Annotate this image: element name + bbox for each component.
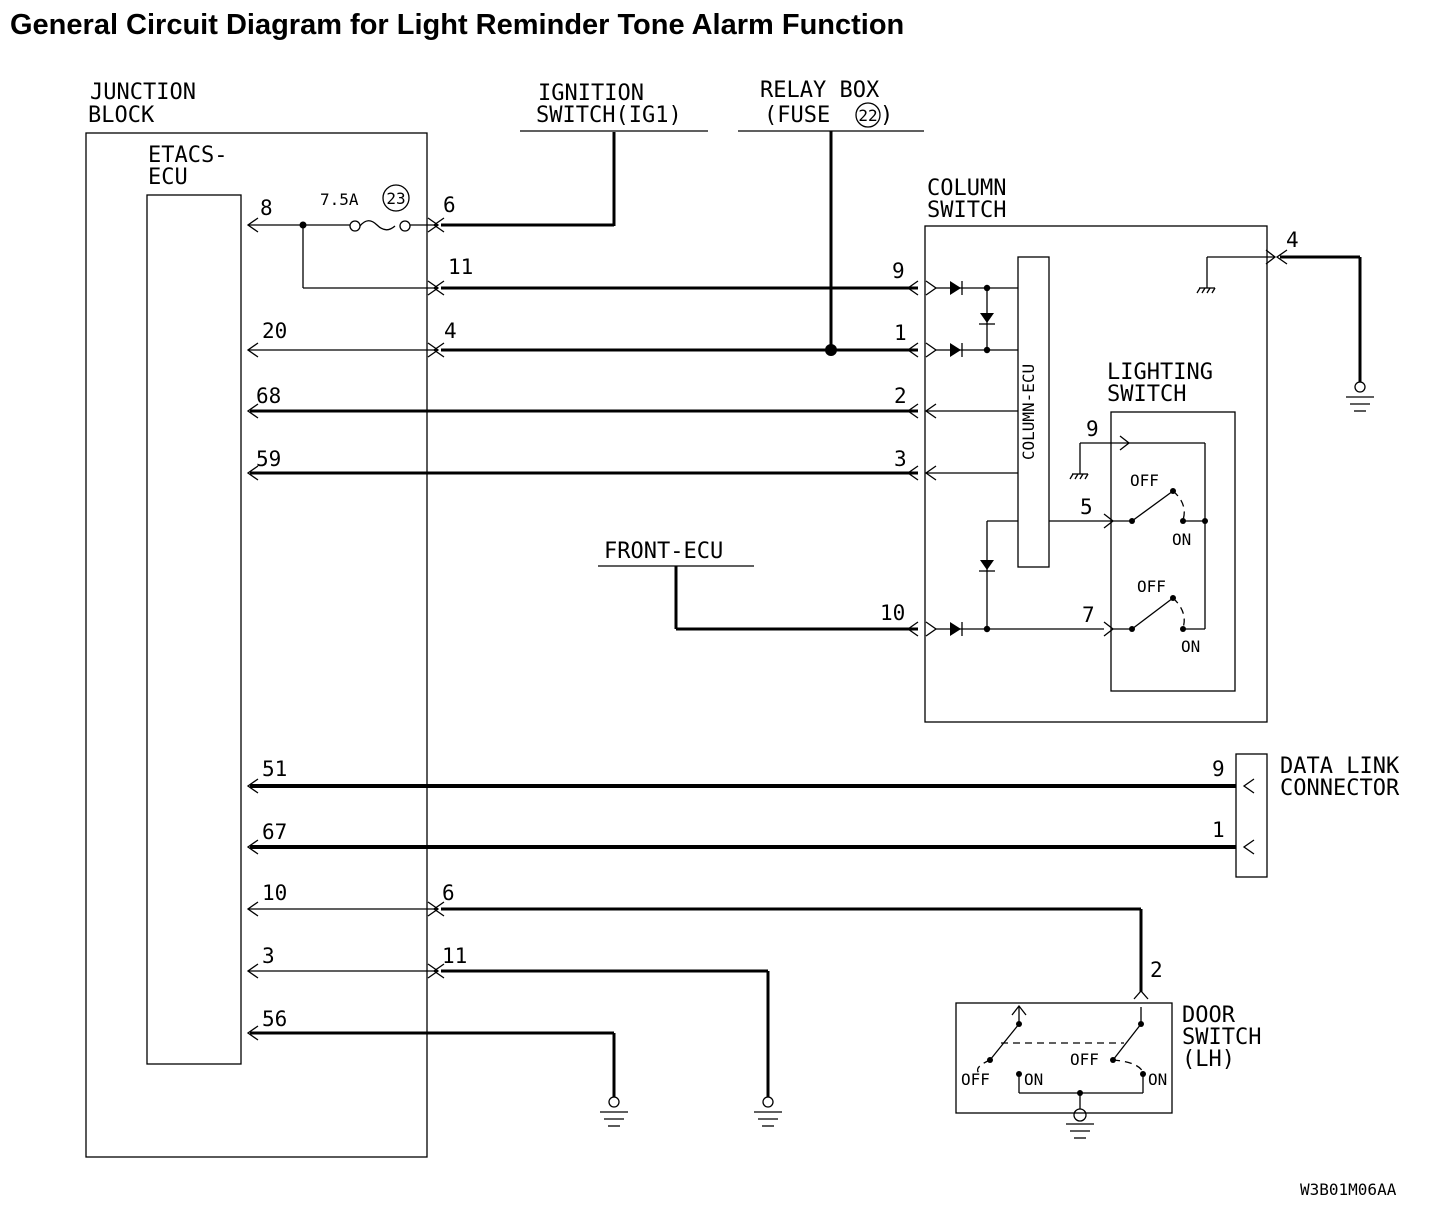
etacs-ecu-label-1: ETACS- [148, 143, 227, 168]
pin-dlc-1: 1 [1212, 818, 1225, 842]
relay-fuse-circle [855, 102, 881, 128]
ignition-switch-label-2: SWITCH(IG1) [536, 103, 682, 128]
pin-ls-7: 7 [1082, 603, 1095, 627]
pin-jb-11: 11 [448, 255, 473, 279]
column-switch-label-2: SWITCH [927, 198, 1006, 223]
pin-col-1: 1 [894, 321, 907, 345]
junction-block-label-2: BLOCK [88, 103, 155, 128]
front-ecu: FRONT-ECU 10 [598, 539, 938, 637]
ignition-switch: IGNITION SWITCH(IG1) [520, 81, 708, 132]
pin-etacs-59: 59 [256, 447, 281, 471]
lighting-switch-label-1: LIGHTING [1107, 360, 1213, 385]
etacs-ecu-label-2: ECU [148, 165, 188, 190]
column-ecu [1017, 256, 1050, 568]
wire-11-to-9: 11 9 [303, 255, 938, 296]
lighting-switch: LIGHTING SWITCH 9 OFF ON 5 OFF ON [1069, 360, 1236, 692]
wire-56-to-ground: 56 [246, 1007, 616, 1097]
pin-etacs-67: 67 [262, 820, 287, 844]
wire-ignition-feed: 8 6 7.5A 23 [246, 132, 616, 288]
wire-3-to-ground: 3 11 [246, 944, 770, 1097]
column-switch-label-1: COLUMN [927, 176, 1006, 201]
relay-box-label-1: RELAY BOX [760, 78, 880, 103]
pin-jb-6b: 6 [442, 881, 455, 905]
pin-etacs-51: 51 [262, 757, 287, 781]
pin-etacs-56: 56 [262, 1007, 287, 1031]
door-switch1-on: ON [1024, 1070, 1043, 1089]
relay-fuse-number: 22 [858, 106, 877, 125]
junction-block: JUNCTION BLOCK [85, 80, 428, 1158]
dlc-label-2: CONNECTOR [1280, 776, 1400, 801]
relay-box-label-suffix: ) [880, 103, 893, 128]
etacs-ecu: ETACS- ECU [146, 143, 242, 1065]
relay-box: RELAY BOX (FUSE 22 ) [738, 78, 924, 350]
pin-dlc-9: 9 [1212, 757, 1225, 781]
pin-col-9: 9 [892, 259, 905, 283]
fuse-number: 23 [386, 189, 405, 208]
pin-jb-11b: 11 [442, 944, 467, 968]
ls-switch1-off: OFF [1130, 471, 1159, 490]
ls-switch2-on: ON [1181, 637, 1200, 656]
front-ecu-label: FRONT-ECU [604, 539, 723, 564]
wire-10-to-door-switch: 10 6 2 [246, 881, 1163, 1000]
pin-etacs-68: 68 [256, 384, 281, 408]
pin-jb-4: 4 [444, 319, 457, 343]
dlc-label-1: DATA LINK [1280, 754, 1400, 779]
pin-ls-5: 5 [1080, 495, 1093, 519]
ls-switch1-on: ON [1172, 530, 1191, 549]
pin-etacs-20: 20 [262, 319, 287, 343]
junction-block-label-1: JUNCTION [90, 80, 196, 105]
pin-jb-6: 6 [443, 193, 456, 217]
column-switch: COLUMN SWITCH COLUMN-ECU [924, 176, 1362, 723]
data-link-connector: DATA LINK CONNECTOR [1235, 753, 1400, 878]
fuse-number-circle [382, 184, 410, 212]
diagram-title: General Circuit Diagram for Light Remind… [10, 9, 904, 41]
wire-59-to-3: 59 3 [246, 447, 1018, 481]
wire-67-to-dlc-1: 67 1 [246, 818, 1236, 855]
ground-symbol-56 [600, 1096, 628, 1127]
pin-col-4: 4 [1286, 228, 1299, 252]
pin-col-3: 3 [894, 447, 907, 471]
lighting-switch-label-2: SWITCH [1107, 382, 1186, 407]
door-switch2-on: ON [1148, 1070, 1167, 1089]
pin-col-2: 2 [894, 384, 907, 408]
door-switch2-off: OFF [1070, 1050, 1099, 1069]
door-switch-label-1: DOOR [1182, 1003, 1236, 1028]
fuse-rating: 7.5A [320, 190, 359, 209]
ground-symbol-column [1346, 381, 1374, 412]
pin-col-10: 10 [880, 601, 905, 625]
diagram-code: W3B01M06AA [1300, 1180, 1397, 1199]
pin-door-2: 2 [1150, 958, 1163, 982]
wire-68-to-2: 68 2 [246, 384, 1018, 419]
door-switch-lh: DOOR SWITCH (LH) OFF ON OFF ON [955, 1002, 1261, 1114]
ignition-switch-label-1: IGNITION [538, 81, 644, 106]
door-switch-label-2: SWITCH [1182, 1025, 1261, 1050]
wire-51-to-dlc-9: 51 9 [246, 757, 1236, 794]
pin-etacs-3: 3 [262, 944, 275, 968]
ls-switch2-off: OFF [1137, 577, 1166, 596]
door-switch-label-3: (LH) [1182, 1047, 1235, 1072]
pin-ls-9: 9 [1086, 417, 1099, 441]
column-ecu-label: COLUMN-ECU [1019, 364, 1038, 460]
pin-etacs-10: 10 [262, 881, 287, 905]
wire-20-to-1: 20 4 1 [246, 319, 938, 358]
relay-box-label-2: (FUSE [764, 103, 830, 128]
ground-symbol-3 [754, 1096, 782, 1127]
door-switch1-off: OFF [961, 1070, 990, 1089]
pin-etacs-8: 8 [260, 196, 273, 220]
ground-symbol-door [1066, 1108, 1094, 1139]
